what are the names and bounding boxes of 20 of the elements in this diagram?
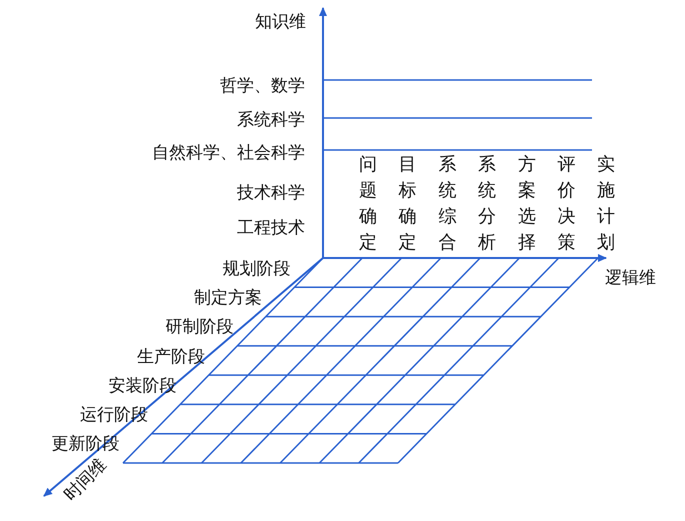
stage-label: 更新阶段 (51, 434, 120, 454)
stage-label: 研制阶段 (166, 317, 234, 338)
knowledge-level-label: 系统科学 (237, 110, 305, 130)
step-label: 问题确定 (358, 153, 378, 255)
step-label: 方案选择 (516, 153, 537, 255)
knowledge-level-label: 哲学、数学 (220, 76, 305, 96)
step-label: 目标确定 (398, 153, 418, 255)
knowledge-level-label: 自然科学、社会科学 (152, 143, 305, 163)
knowledge-level-label: 工程技术 (237, 218, 305, 238)
axis-label: 时间维 (60, 454, 111, 506)
knowledge-level-label: 技术科学 (237, 183, 305, 203)
step-label: 系统分析 (477, 153, 498, 255)
step-label: 评价决策 (556, 153, 576, 255)
stage-label: 制定方案 (194, 288, 262, 308)
axis-label: 逻辑维 (605, 268, 656, 288)
step-label: 系统综合 (437, 153, 458, 255)
step-label: 实施计划 (596, 153, 616, 255)
stage-label: 生产阶段 (137, 346, 205, 366)
stage-label: 规划阶段 (222, 258, 291, 279)
axis-label: 知识维 (255, 12, 306, 32)
